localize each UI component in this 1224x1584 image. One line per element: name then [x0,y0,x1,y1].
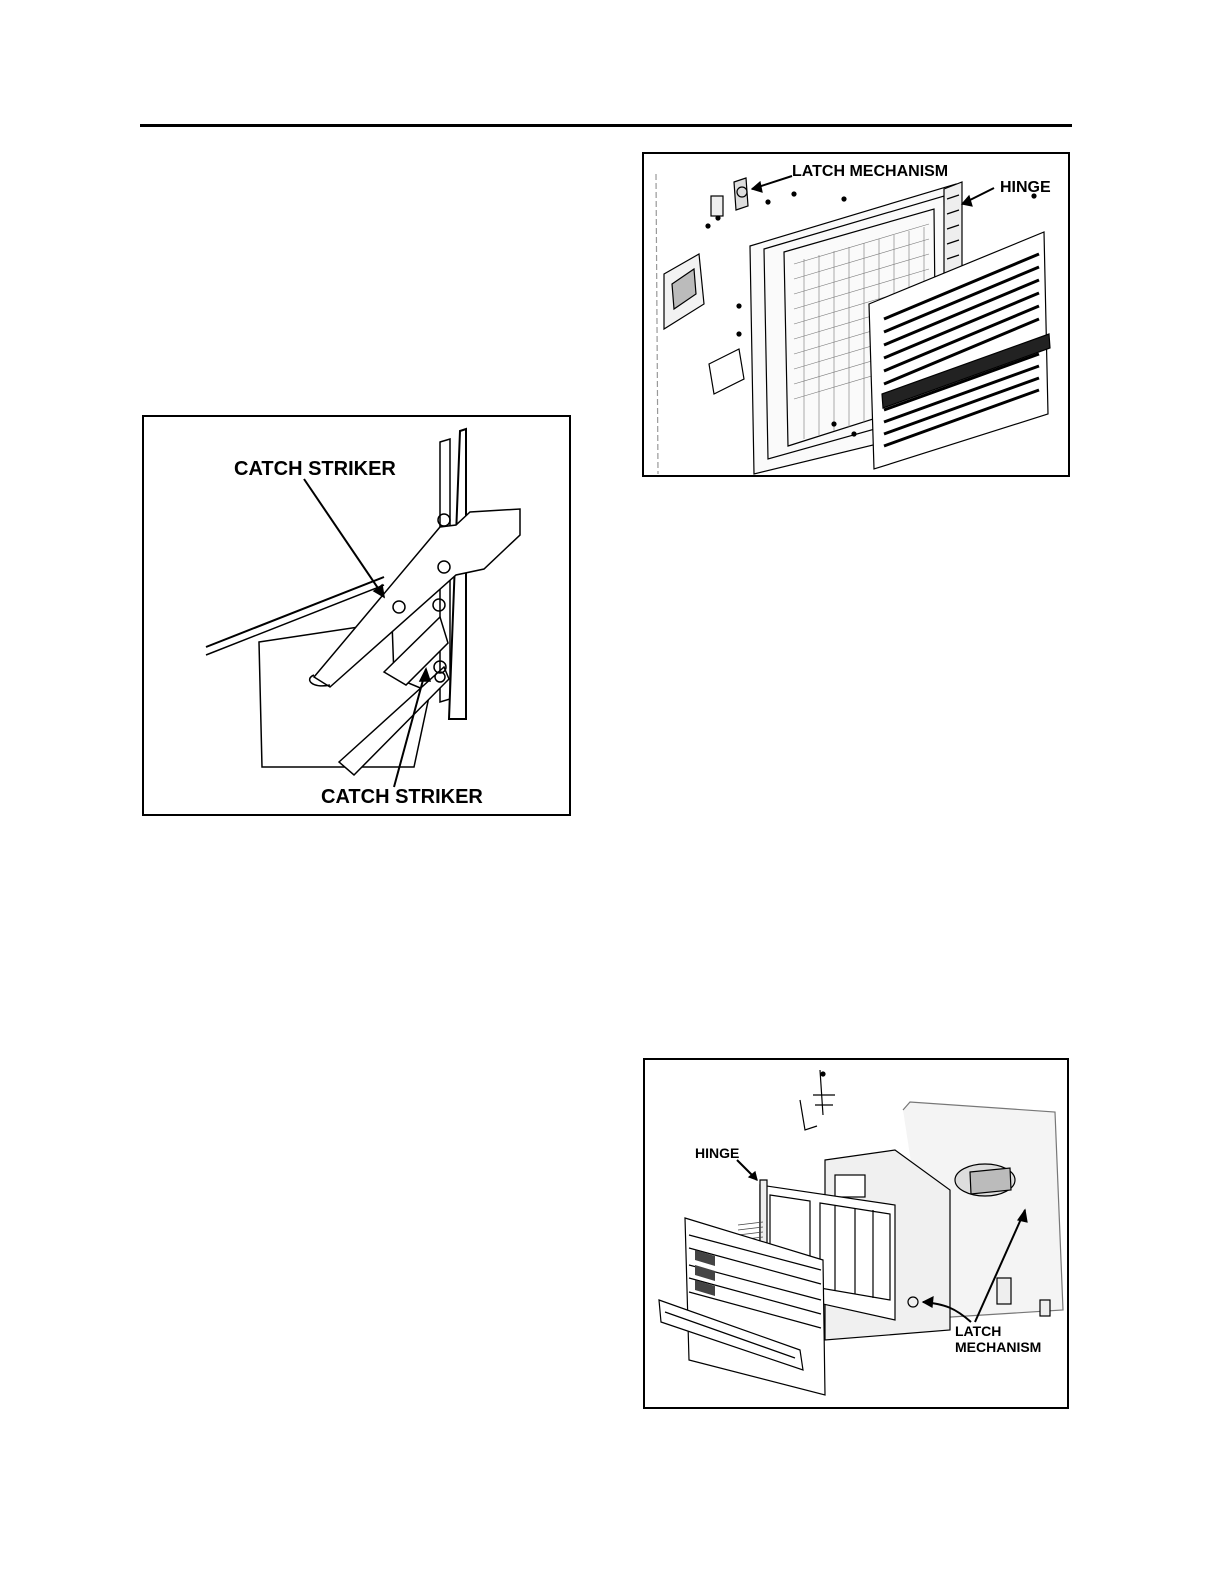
header-rule [140,124,1072,127]
hinge-label: HINGE [1000,180,1051,196]
catch-striker-figure: CATCH STRIKER CATCH STRIKER [142,415,571,816]
latch-mechanism-label: LATCH MECHANISM [792,164,948,180]
catch-striker-bottom-label: CATCH STRIKER [321,787,483,807]
grille-assembly-drawing [644,154,1070,477]
panel-assembly-drawing [645,1060,1069,1409]
grille-assembly-figure: LATCH MECHANISM HINGE [642,152,1070,477]
latch-label-line2: MECHANISM [955,1340,1041,1354]
latch-label-line1: LATCH [955,1324,1001,1338]
panel-assembly-figure: HINGE LATCH MECHANISM [643,1058,1069,1409]
catch-striker-top-label: CATCH STRIKER [234,459,396,479]
hinge-label: HINGE [695,1146,739,1160]
